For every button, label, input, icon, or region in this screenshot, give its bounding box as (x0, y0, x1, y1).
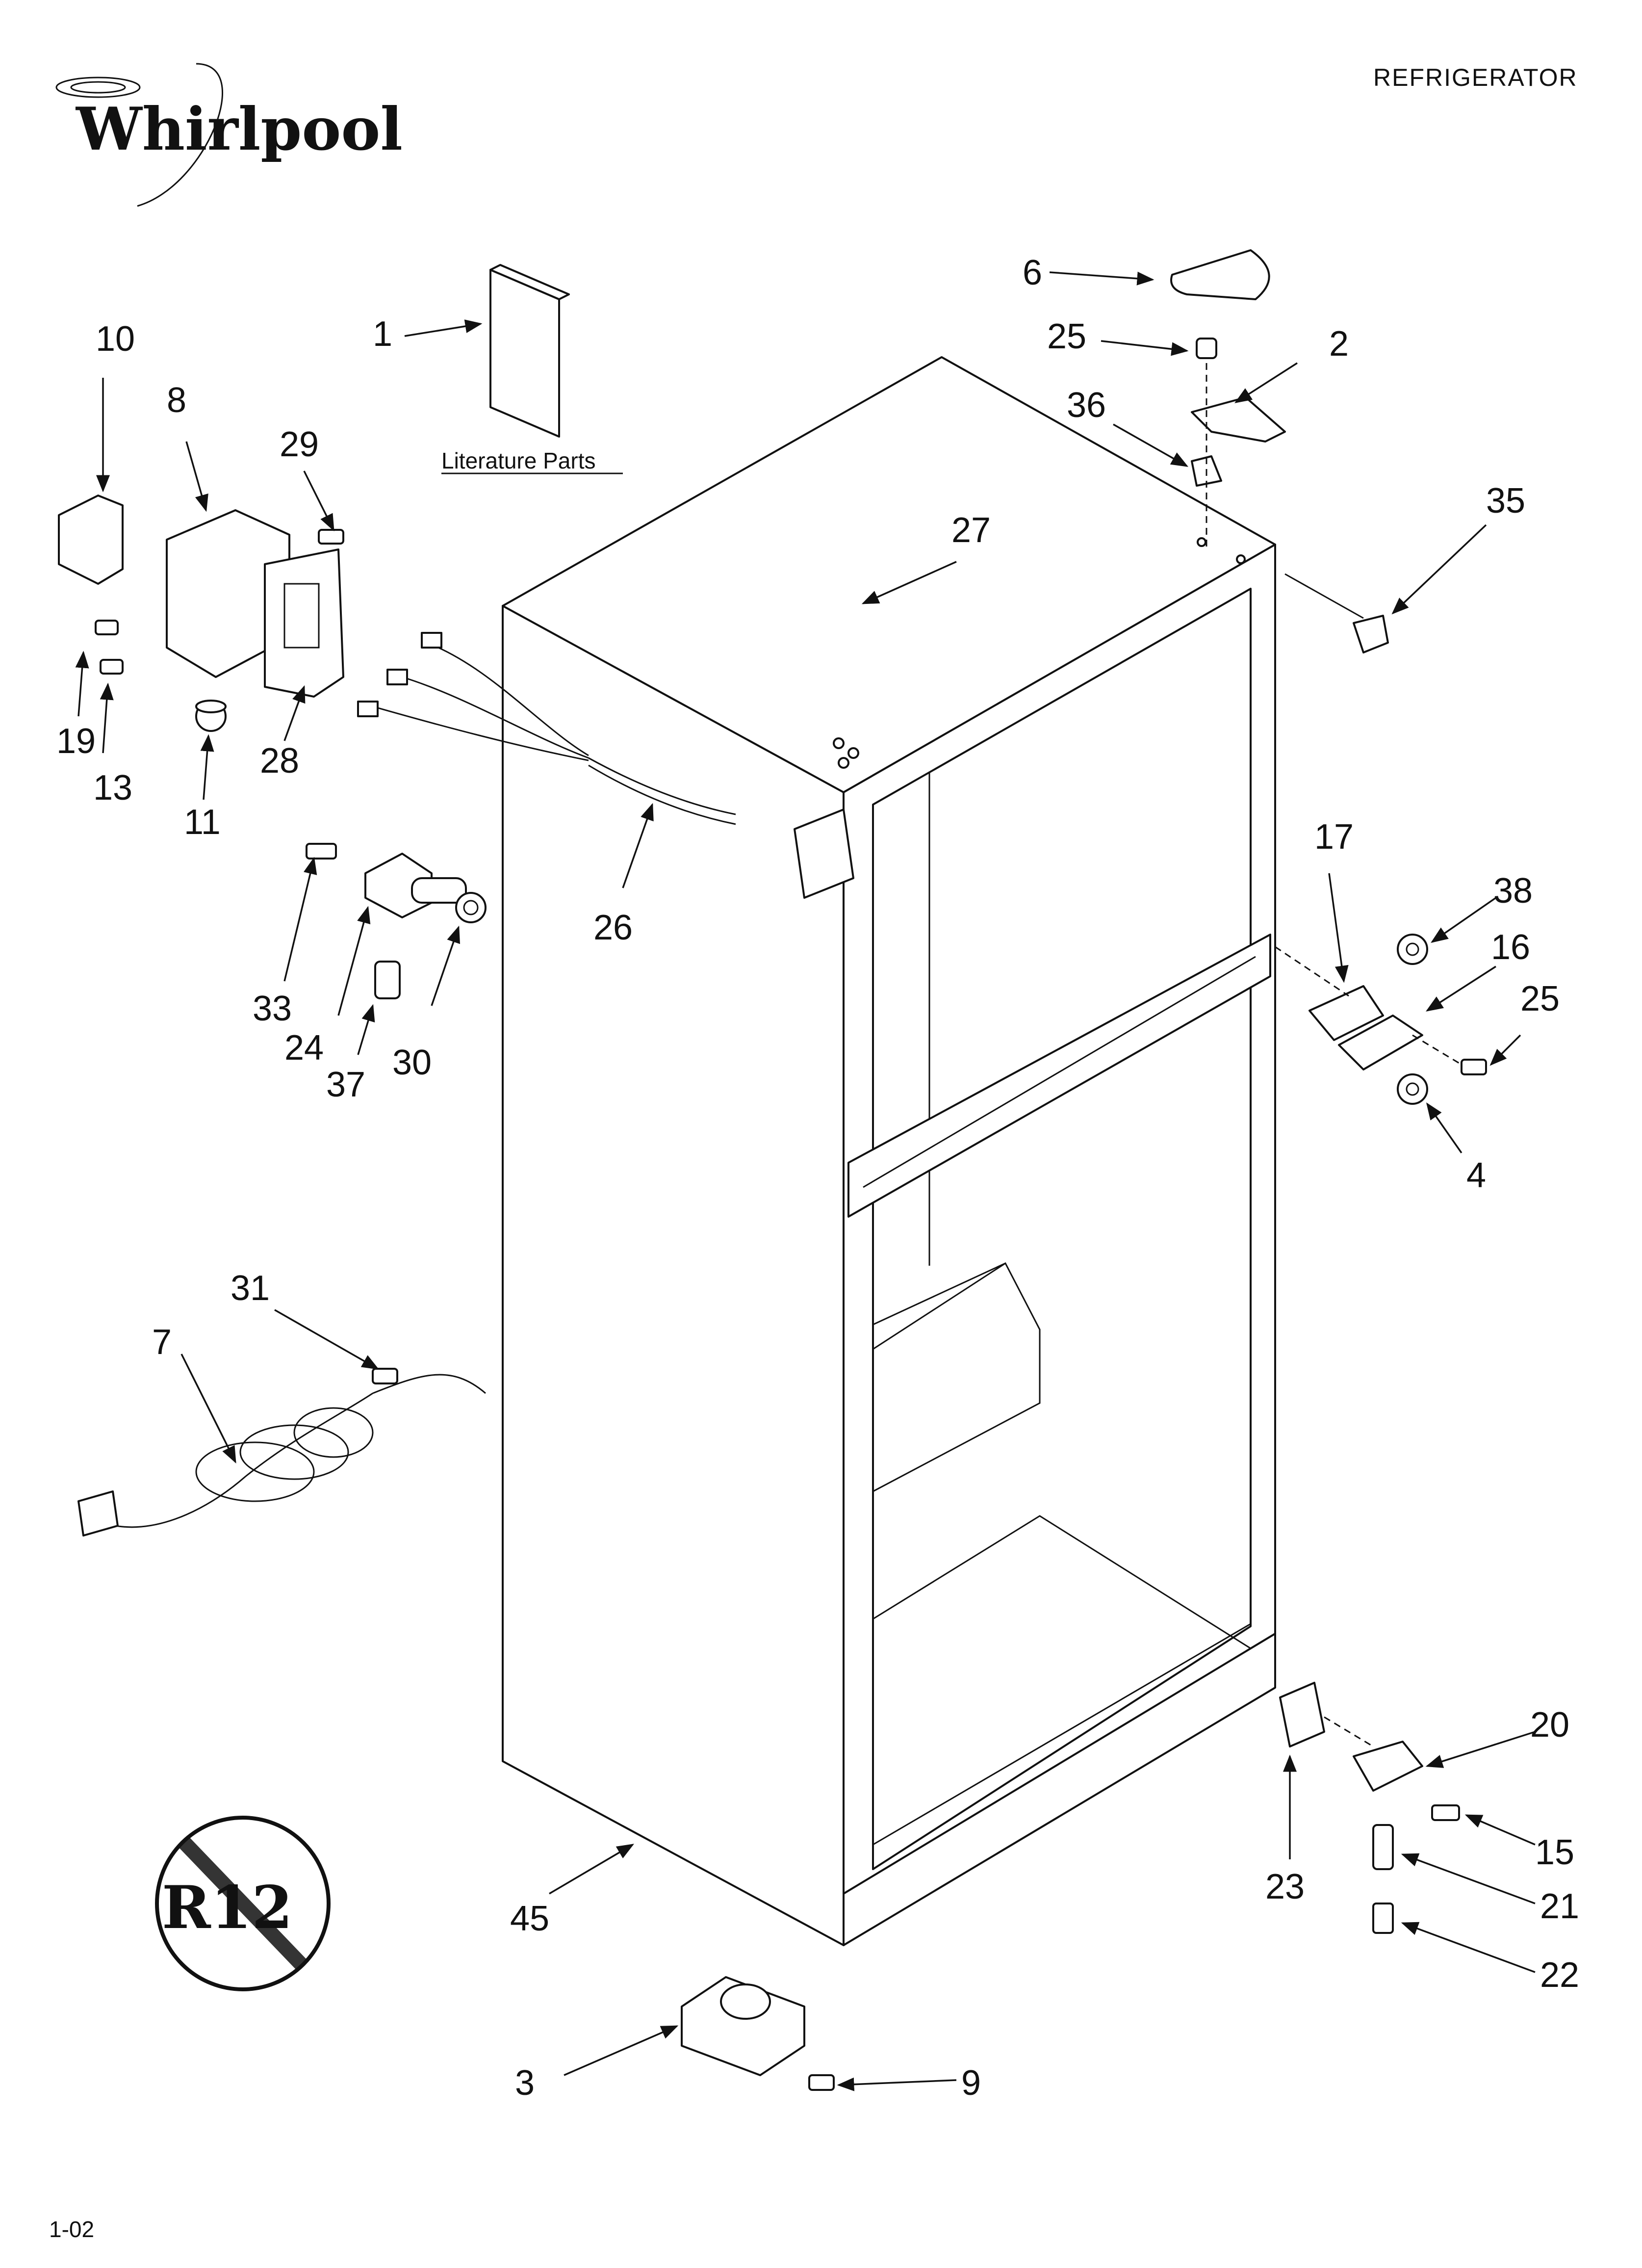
bottom-hinge-parts (1279, 1682, 1460, 1934)
appliance-type: REFRIGERATOR (1373, 64, 1578, 91)
literature-label: Literature Parts (441, 448, 595, 473)
no-r12-badge: R12 (155, 1816, 331, 1991)
power-cord (77, 1368, 486, 1537)
literature-parts: Literature Parts (441, 264, 623, 474)
leader-lines (75, 271, 1536, 2091)
callout-27: 27 (951, 511, 991, 550)
callout-23: 23 (1265, 1867, 1305, 1906)
callout-29: 29 (280, 425, 319, 464)
callout-31: 31 (231, 1269, 270, 1308)
mounting-bracket-parts (306, 843, 487, 999)
wire-harness (357, 632, 854, 899)
callout-36: 36 (1067, 386, 1106, 425)
callout-24: 24 (284, 1028, 324, 1068)
callout-21: 21 (1540, 1887, 1579, 1926)
revision-code: 1-02 (49, 2216, 94, 2242)
callout-1: 1 (373, 314, 392, 354)
callout-16: 16 (1491, 928, 1530, 967)
callout-38: 38 (1493, 871, 1533, 911)
callout-10: 10 (96, 319, 135, 359)
callout-25-top: 25 (1047, 317, 1086, 356)
callout-20: 20 (1530, 1705, 1569, 1745)
cabinet (502, 356, 1276, 1946)
callout-17: 17 (1314, 817, 1354, 857)
roller-leveler (681, 1976, 835, 2091)
callout-8: 8 (167, 381, 186, 420)
callout-28: 28 (260, 741, 299, 781)
callout-9: 9 (961, 2063, 981, 2103)
callout-37: 37 (326, 1065, 365, 1104)
middle-hinge-parts (1275, 934, 1487, 1105)
callout-33: 33 (253, 989, 292, 1028)
control-housing-parts (58, 495, 344, 732)
callout-11: 11 (184, 803, 221, 842)
brand-name: Whirlpool (75, 95, 403, 164)
callout-6: 6 (1023, 253, 1042, 292)
callout-2: 2 (1329, 324, 1349, 364)
callout-22: 22 (1540, 1955, 1579, 1995)
callout-labels: 1 2 3 4 6 7 8 9 10 11 13 15 16 17 19 20 … (56, 253, 1579, 2103)
callout-3: 3 (515, 2063, 535, 2103)
callout-19: 19 (56, 722, 96, 761)
callout-45: 45 (510, 1899, 549, 1938)
callout-25-middle: 25 (1520, 979, 1560, 1018)
callout-26: 26 (593, 908, 633, 947)
whirlpool-logo: Whirlpool (55, 63, 403, 207)
callout-30: 30 (392, 1043, 432, 1082)
callout-13: 13 (93, 768, 132, 808)
callout-35: 35 (1486, 481, 1525, 521)
callout-7: 7 (152, 1323, 172, 1362)
callout-15: 15 (1535, 1833, 1574, 1872)
callout-4: 4 (1466, 1156, 1486, 1195)
